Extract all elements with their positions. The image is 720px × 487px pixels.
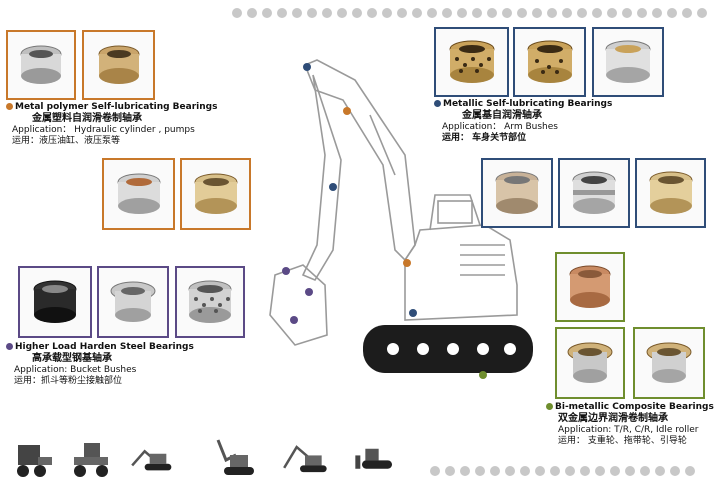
- bimetallic-bearing-thumb-3: [633, 327, 705, 399]
- excavator-illustration: [269, 59, 533, 379]
- navy-bullet-icon: [434, 100, 441, 107]
- harden-steel-bearing-thumb-1: [18, 266, 92, 338]
- harden-steel-application-cn: 运用：抓斗等粉尘接触部位: [14, 376, 123, 386]
- long-reach-excavator-icon: [283, 445, 327, 473]
- flanged-bushing-icon: [646, 342, 692, 383]
- bimetallic-application-cn: 运用： 支重轮、拖带轮、引导轮: [558, 436, 687, 446]
- metallic-application-cn: 运用： 车身关节部位: [442, 133, 527, 143]
- bushing-icon: [20, 45, 62, 84]
- excavator-loader-icon: [131, 449, 172, 471]
- metal-polymer-title: Metal polymer Self-lubricating Bearings: [15, 102, 218, 112]
- bushing-icon: [117, 173, 160, 214]
- purple-bullet-icon: [6, 343, 13, 350]
- metal-polymer-caption: Metal polymer Self-lubricating Bearings …: [6, 102, 217, 147]
- bimetallic-bearing-thumb-1: [555, 252, 625, 322]
- metallic-bearing-thumb-2: [513, 27, 586, 97]
- metallic-bearing-thumb-6: [635, 158, 706, 228]
- harden-steel-title: Higher Load Harden Steel Bearings: [15, 342, 194, 352]
- demolition-excavator-icon: [216, 439, 254, 475]
- bushing-icon: [495, 171, 539, 214]
- bimetallic-bearing-thumb-2: [555, 327, 625, 399]
- decorative-dots-bottom: [430, 466, 695, 476]
- bushing-icon: [649, 171, 692, 214]
- metallic-bearing-thumb-1: [434, 27, 509, 97]
- flanged-bushing-icon: [567, 342, 613, 383]
- harden-steel-bearing-thumb-3: [175, 266, 245, 338]
- bulldozer-icon: [355, 448, 392, 469]
- metallic-caption: Metallic Self-lubricating Bearings 金属基自润…: [434, 99, 612, 144]
- flanged-bushing-icon: [110, 281, 156, 322]
- bimetallic-title: Bi-metallic Composite Bearings: [555, 402, 714, 412]
- metallic-bearing-thumb-3: [592, 27, 664, 97]
- bushing-icon: [569, 265, 611, 308]
- harden-steel-application: Application: Bucket Bushes: [14, 365, 137, 375]
- metallic-title: Metallic Self-lubricating Bearings: [443, 99, 613, 109]
- skid-steer-loader-icon: [17, 445, 52, 477]
- harden-steel-title-cn: 高承载型钢基轴承: [32, 353, 112, 364]
- metal-polymer-application-cn: 运用：液压油缸、液压泵等: [12, 136, 121, 146]
- metal-polymer-bearing-thumb-2: [82, 30, 155, 100]
- bushing-icon: [98, 45, 139, 84]
- flanged-bushing-icon: [605, 40, 651, 83]
- perforated-bushing-icon: [188, 280, 232, 323]
- metallic-title-cn: 金属基自润滑轴承: [462, 110, 542, 121]
- green-bullet-icon: [546, 403, 553, 410]
- metal-polymer-bearing-thumb-4: [180, 158, 251, 230]
- bushing-icon: [33, 280, 77, 323]
- grooved-bushing-icon: [572, 171, 616, 214]
- bimetallic-application: Application: T/R, C/R, Idle roller: [558, 425, 699, 435]
- harden-steel-caption: Higher Load Harden Steel Bearings 高承载型钢基…: [6, 342, 194, 387]
- metal-polymer-title-cn: 金属塑料自润滑卷制轴承: [32, 113, 142, 124]
- metal-polymer-application: Application： Hydraulic cylinder , pumps: [12, 125, 195, 135]
- metal-polymer-bearing-thumb-1: [6, 30, 76, 100]
- metallic-application: Application： Arm Bushes: [442, 122, 558, 132]
- graphite-plugged-bushing-icon: [449, 40, 494, 83]
- bimetallic-caption: Bi-metallic Composite Bearings 双金属边界润滑卷制…: [546, 402, 714, 447]
- harden-steel-bearing-thumb-2: [97, 266, 169, 338]
- metallic-bearing-thumb-4: [481, 158, 553, 228]
- wheel-loader-icon: [74, 443, 108, 477]
- decorative-dots-top: [232, 8, 707, 18]
- bimetallic-title-cn: 双金属边界润滑卷制轴承: [558, 413, 668, 424]
- orange-bullet-icon: [6, 103, 13, 110]
- metal-polymer-bearing-thumb-3: [102, 158, 175, 230]
- metallic-bearing-thumb-5: [558, 158, 630, 228]
- graphite-plugged-bushing-icon: [527, 40, 572, 83]
- bushing-icon: [194, 173, 237, 214]
